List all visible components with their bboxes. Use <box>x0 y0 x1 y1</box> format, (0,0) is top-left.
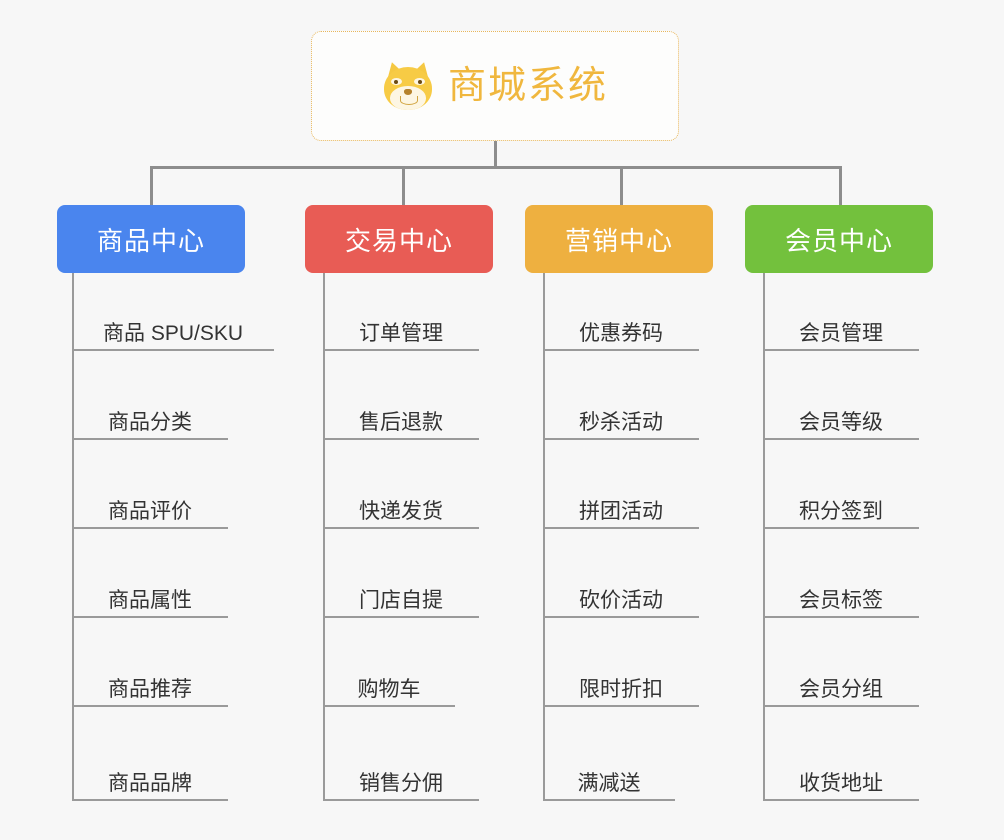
trunk-member-center <box>763 273 765 801</box>
root-node-mall-system[interactable]: 商城系统 <box>311 31 679 141</box>
leaf-item[interactable]: 秒杀活动 <box>543 396 699 440</box>
leaf-label: 拼团活动 <box>579 499 663 523</box>
connector-drop-2 <box>402 166 405 206</box>
category-header-product-center[interactable]: 商品中心 <box>57 205 245 273</box>
leaf-label: 会员分组 <box>799 677 883 701</box>
leaf-item[interactable]: 收货地址 <box>763 757 919 801</box>
connector-drop-1 <box>150 166 153 206</box>
leaf-label: 商品评价 <box>108 499 192 523</box>
leaf-label: 购物车 <box>357 677 421 701</box>
leaf-label: 商品推荐 <box>108 677 192 701</box>
leaf-item[interactable]: 拼团活动 <box>543 485 699 529</box>
category-header-marketing-center[interactable]: 营销中心 <box>525 205 713 273</box>
leaf-item[interactable]: 商品推荐 <box>72 663 228 707</box>
category-title: 营销中心 <box>564 225 673 256</box>
leaf-label: 满减送 <box>577 771 641 795</box>
leaf-item[interactable]: 优惠券码 <box>543 307 699 351</box>
leaf-label: 收货地址 <box>799 771 883 795</box>
category-header-trade-center[interactable]: 交易中心 <box>305 205 493 273</box>
leaf-label: 限时折扣 <box>579 677 663 701</box>
shiba-inu-dog-face-icon <box>382 59 434 112</box>
connector-root-stem <box>494 141 497 168</box>
leaf-item[interactable]: 购物车 <box>323 663 455 707</box>
leaf-item[interactable]: 商品属性 <box>72 574 228 618</box>
leaf-label: 订单管理 <box>359 321 443 345</box>
connector-drop-4 <box>839 166 842 206</box>
leaf-label: 商品属性 <box>108 588 192 612</box>
leaf-item[interactable]: 会员等级 <box>763 396 919 440</box>
leaf-item[interactable]: 商品分类 <box>72 396 228 440</box>
leaf-item[interactable]: 快递发货 <box>323 485 479 529</box>
trunk-trade-center <box>323 273 325 801</box>
connector-horizontal-bus <box>150 166 842 169</box>
category-title: 商品中心 <box>96 225 205 256</box>
leaf-label: 会员管理 <box>799 321 883 345</box>
leaf-label: 商品 SPU/SKU <box>102 321 244 345</box>
leaf-label: 优惠券码 <box>579 321 663 345</box>
leaf-item[interactable]: 积分签到 <box>763 485 919 529</box>
leaf-label: 积分签到 <box>799 499 883 523</box>
leaf-item[interactable]: 满减送 <box>543 757 675 801</box>
category-title: 会员中心 <box>784 225 893 256</box>
category-title: 交易中心 <box>344 225 453 256</box>
leaf-label: 商品分类 <box>108 410 192 434</box>
leaf-item[interactable]: 售后退款 <box>323 396 479 440</box>
leaf-item[interactable]: 砍价活动 <box>543 574 699 618</box>
leaf-item[interactable]: 会员标签 <box>763 574 919 618</box>
category-header-member-center[interactable]: 会员中心 <box>745 205 933 273</box>
leaf-item[interactable]: 商品 SPU/SKU <box>72 307 274 351</box>
leaf-item[interactable]: 限时折扣 <box>543 663 699 707</box>
leaf-item[interactable]: 会员分组 <box>763 663 919 707</box>
leaf-label: 门店自提 <box>359 588 443 612</box>
leaf-item[interactable]: 会员管理 <box>763 307 919 351</box>
leaf-item[interactable]: 商品品牌 <box>72 757 228 801</box>
trunk-product-center <box>72 273 74 801</box>
leaf-item[interactable]: 订单管理 <box>323 307 479 351</box>
leaf-label: 商品品牌 <box>108 771 192 795</box>
leaf-label: 秒杀活动 <box>579 410 663 434</box>
connector-drop-3 <box>620 166 623 206</box>
leaf-item[interactable]: 门店自提 <box>323 574 479 618</box>
leaf-label: 售后退款 <box>359 410 443 434</box>
leaf-label: 快递发货 <box>359 499 443 523</box>
leaf-item[interactable]: 商品评价 <box>72 485 228 529</box>
leaf-label: 会员标签 <box>799 588 883 612</box>
root-title: 商城系统 <box>447 65 608 107</box>
trunk-marketing-center <box>543 273 545 801</box>
leaf-label: 会员等级 <box>799 410 883 434</box>
leaf-item[interactable]: 销售分佣 <box>323 757 479 801</box>
leaf-label: 砍价活动 <box>579 588 663 612</box>
leaf-label: 销售分佣 <box>359 771 443 795</box>
